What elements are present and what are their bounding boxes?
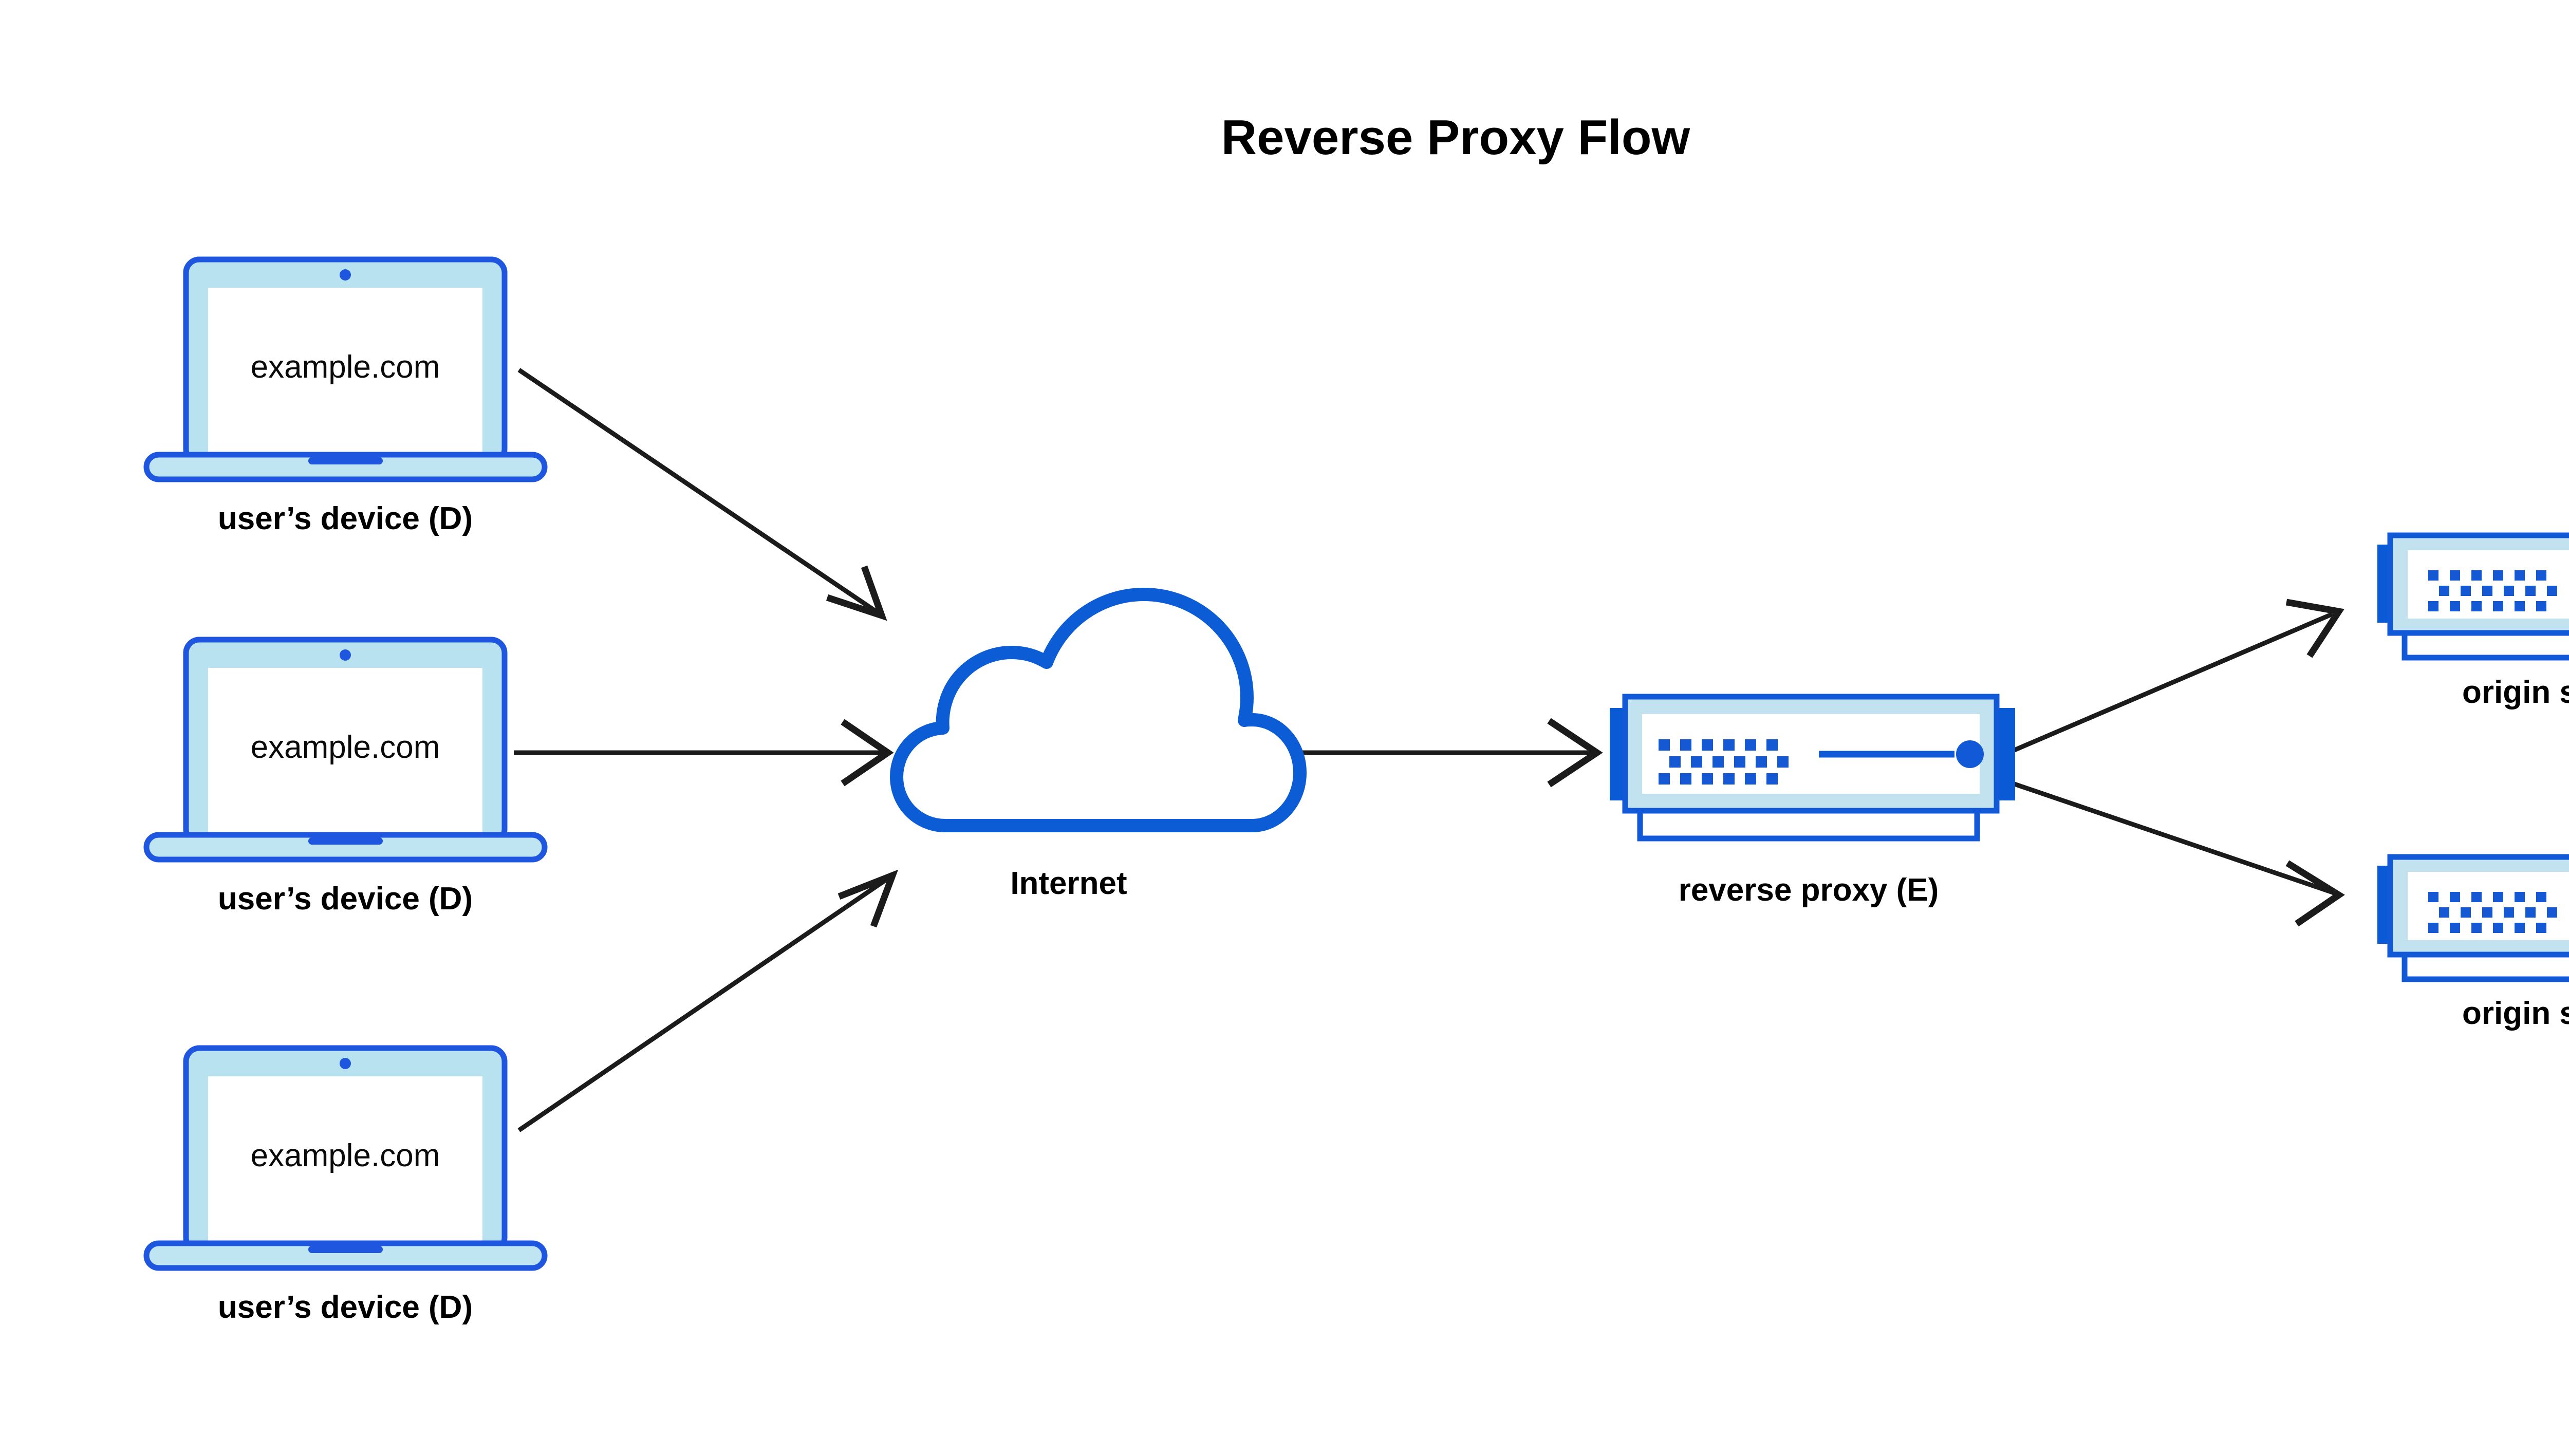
page-title: Reverse Proxy Flow [1221,110,1690,165]
edge-device-bottom-to-internet [517,869,899,1132]
laptop-icon [143,637,548,863]
device-label: user’s device (D) [218,881,473,917]
device-label: user’s device (D) [218,1290,473,1325]
edge-device-middle-to-internet [514,719,894,787]
device-screen-text: example.com [251,349,440,385]
server-icon [2377,532,2569,661]
server-ports [1659,739,1789,785]
node-origin-server-bottom[interactable]: origin server (F) [2377,854,2569,1031]
proxy-label: reverse proxy (E) [1679,872,1939,908]
edge-device-top-to-internet [517,368,887,621]
server-icon [2377,854,2569,982]
laptop-icon [143,1045,548,1271]
node-reverse-proxy[interactable]: reverse proxy (E) [1610,694,2015,908]
node-origin-server-top[interactable]: origin server (F) [2377,532,2569,710]
server-icon [1610,694,2015,842]
edge-proxy-to-origin-top [2001,599,2344,758]
edge-proxy-to-origin-bottom [2001,777,2345,927]
node-user-device-bottom[interactable]: example.com user’s device (D) [143,1045,548,1325]
device-label: user’s device (D) [218,501,473,536]
node-user-device-middle[interactable]: example.com user’s device (D) [143,637,548,917]
server-ports [2428,892,2557,933]
device-screen-text: example.com [251,1138,440,1173]
origin-label: origin server (F) [2462,996,2569,1031]
cloud-icon-body [890,588,1307,832]
node-user-device-top[interactable]: example.com user’s device (D) [143,256,548,536]
node-internet[interactable]: Internet [890,588,1307,901]
laptop-icon [143,256,548,482]
internet-label: Internet [1010,866,1127,901]
origin-label: origin server (F) [2462,675,2569,710]
server-ports [2428,570,2557,611]
device-screen-text: example.com [251,730,440,765]
